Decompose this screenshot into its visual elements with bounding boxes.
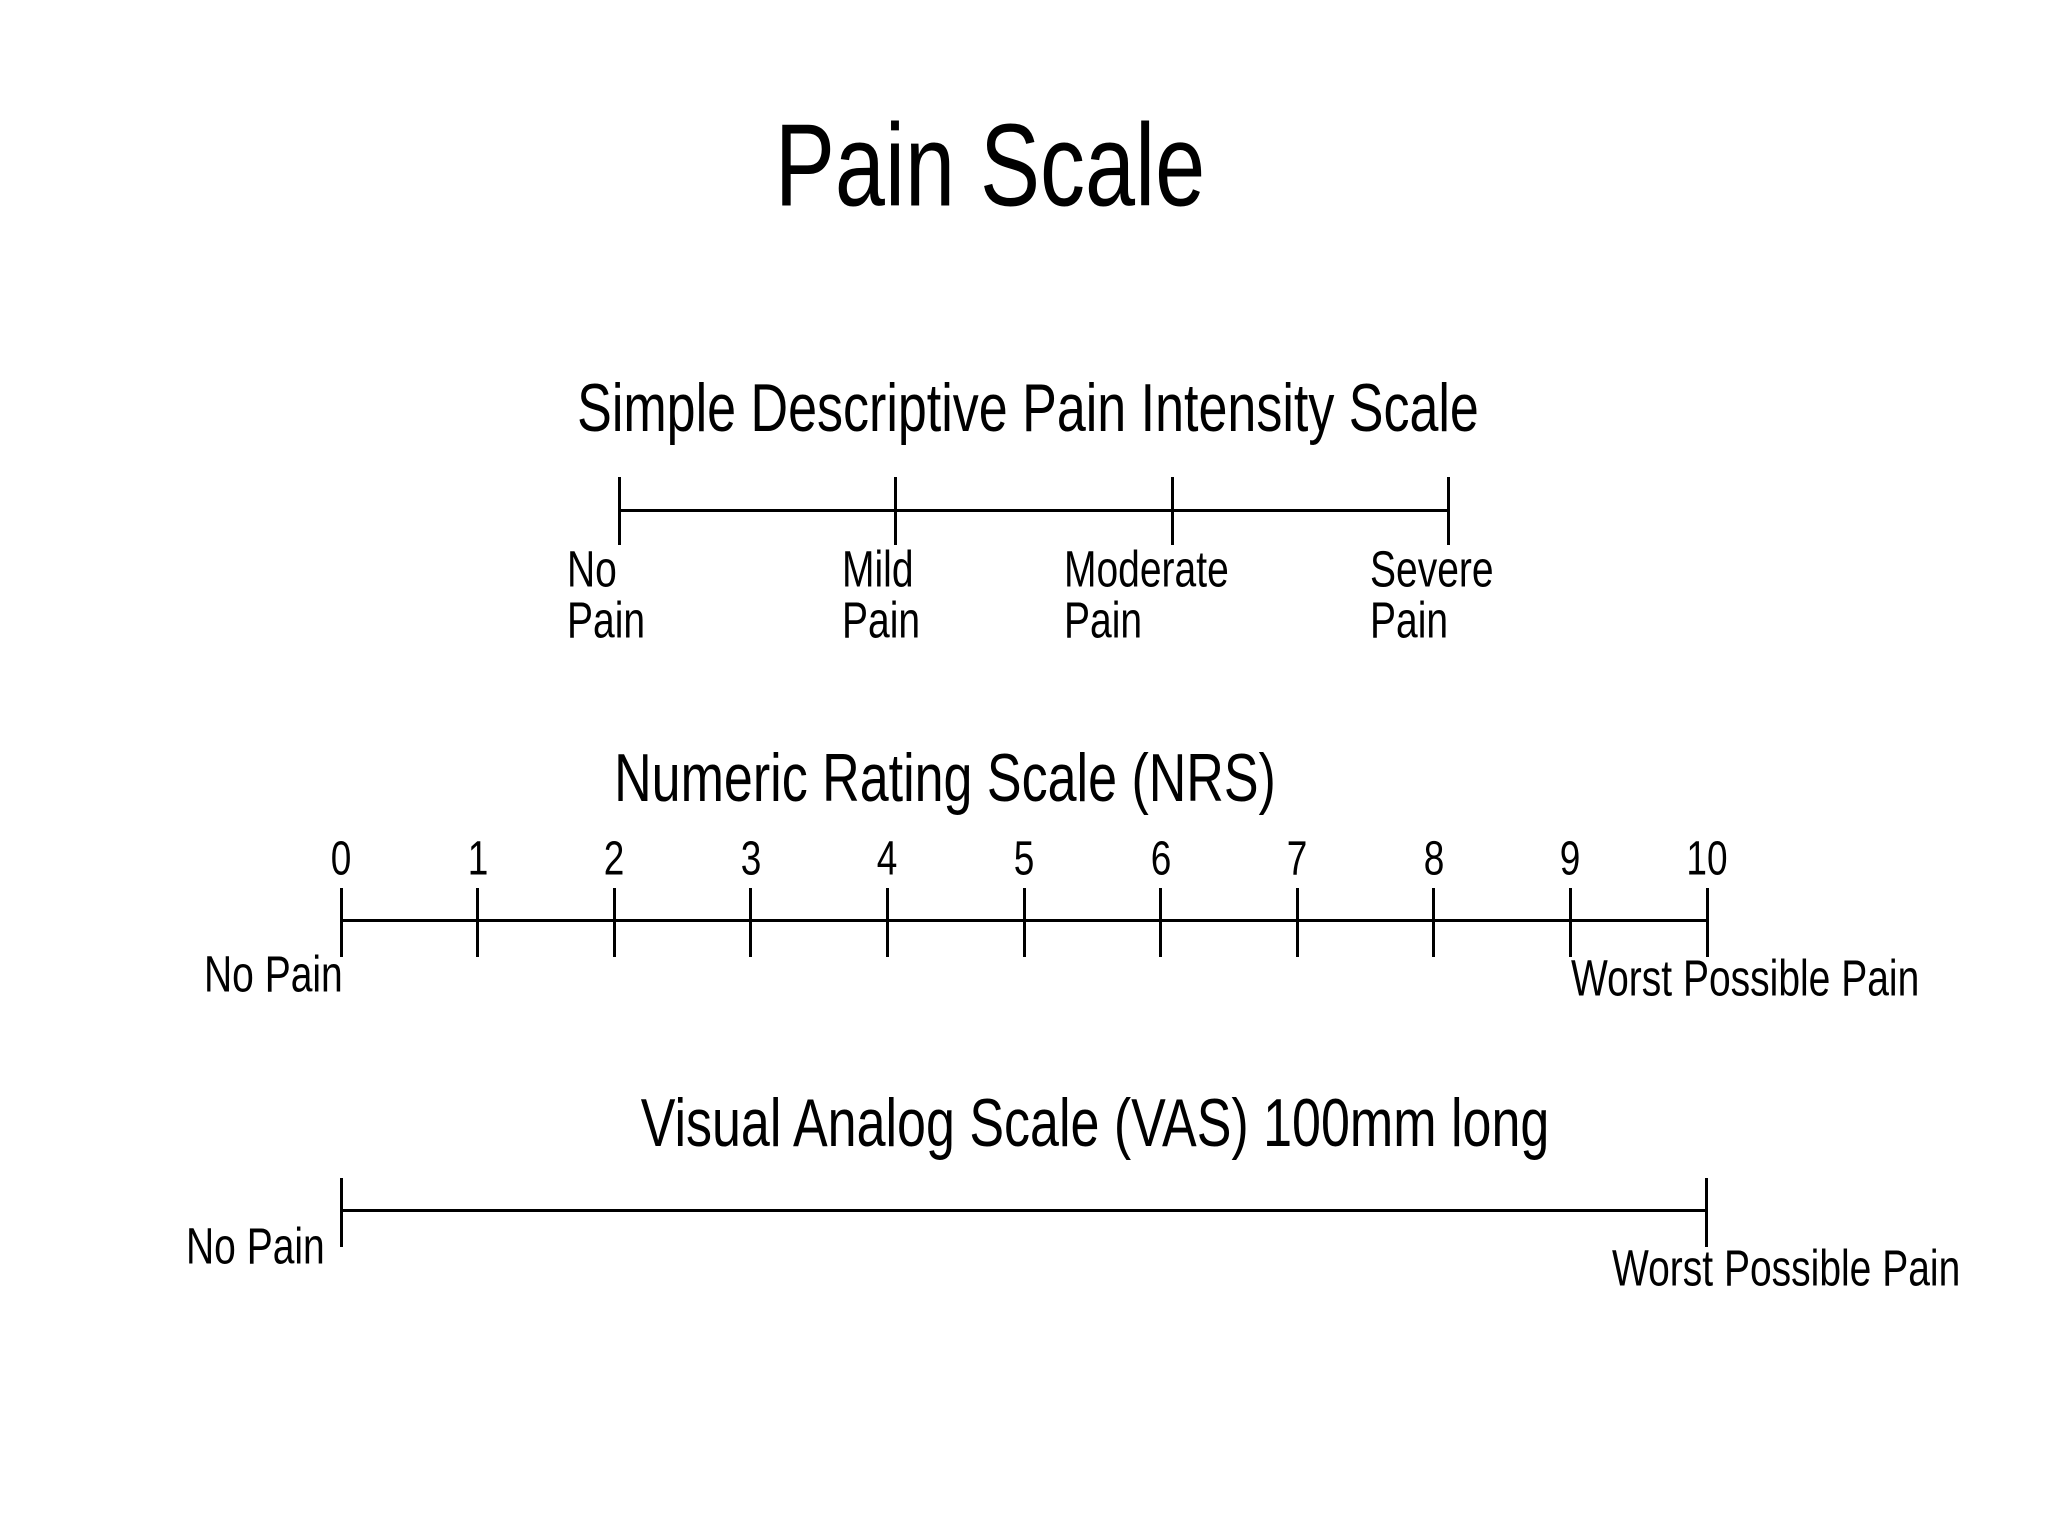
descriptive-label-0-line1: No xyxy=(567,542,617,599)
nrs-tick-label-5: 5 xyxy=(1013,831,1035,885)
descriptive-label-1-line1: Mild xyxy=(842,542,914,599)
descriptive-tick-1 xyxy=(894,477,897,545)
page-title: Pain Scale xyxy=(774,101,1206,232)
descriptive-tick-0 xyxy=(618,477,621,545)
nrs-tick-6 xyxy=(1159,888,1162,957)
nrs-tick-0 xyxy=(340,888,343,957)
nrs-tick-label-6: 6 xyxy=(1150,831,1172,885)
visual-analog-scale-max-label: Worst Possible Pain xyxy=(1612,1241,1961,1298)
nrs-tick-4 xyxy=(886,888,889,957)
numeric-scale-min-label: No Pain xyxy=(204,947,343,1004)
nrs-tick-7 xyxy=(1296,888,1299,957)
nrs-tick-label-7: 7 xyxy=(1286,831,1308,885)
descriptive-tick-3 xyxy=(1447,477,1450,545)
descriptive-tick-2 xyxy=(1171,477,1174,545)
nrs-tick-1 xyxy=(476,888,479,957)
nrs-tick-10 xyxy=(1706,888,1709,957)
visual-analog-scale-right-tick xyxy=(1705,1178,1708,1247)
nrs-tick-9 xyxy=(1569,888,1572,957)
descriptive-label-0-line2: Pain xyxy=(567,593,646,649)
nrs-tick-3 xyxy=(749,888,752,957)
descriptive-scale-heading: Simple Descriptive Pain Intensity Scale xyxy=(577,371,1479,447)
visual-analog-scale-min-label: No Pain xyxy=(186,1219,325,1276)
descriptive-label-3-line2: Pain xyxy=(1370,593,1449,649)
descriptive-label-2-line2: Pain xyxy=(1064,593,1143,649)
nrs-tick-2 xyxy=(613,888,616,957)
nrs-tick-label-9: 9 xyxy=(1559,831,1581,885)
visual-analog-scale-heading: Visual Analog Scale (VAS) 100mm long xyxy=(640,1086,1550,1162)
descriptive-label-1-line2: Pain xyxy=(842,593,921,649)
visual-analog-scale-line xyxy=(342,1209,1708,1212)
nrs-tick-label-3: 3 xyxy=(740,831,762,885)
descriptive-label-2-line1: Moderate xyxy=(1064,542,1229,599)
visual-analog-scale-left-tick xyxy=(340,1178,343,1247)
nrs-tick-label-1: 1 xyxy=(467,831,489,885)
nrs-tick-label-0: 0 xyxy=(330,831,352,885)
nrs-tick-5 xyxy=(1023,888,1026,957)
descriptive-label-3-line1: Severe xyxy=(1370,542,1494,599)
nrs-tick-8 xyxy=(1432,888,1435,957)
descriptive-scale-line xyxy=(619,509,1449,512)
nrs-tick-label-8: 8 xyxy=(1423,831,1445,885)
numeric-scale-max-label: Worst Possible Pain xyxy=(1571,951,1920,1008)
nrs-tick-label-10: 10 xyxy=(1686,831,1728,885)
nrs-tick-label-4: 4 xyxy=(876,831,898,885)
nrs-tick-label-2: 2 xyxy=(603,831,625,885)
numeric-scale-heading: Numeric Rating Scale (NRS) xyxy=(614,741,1276,817)
